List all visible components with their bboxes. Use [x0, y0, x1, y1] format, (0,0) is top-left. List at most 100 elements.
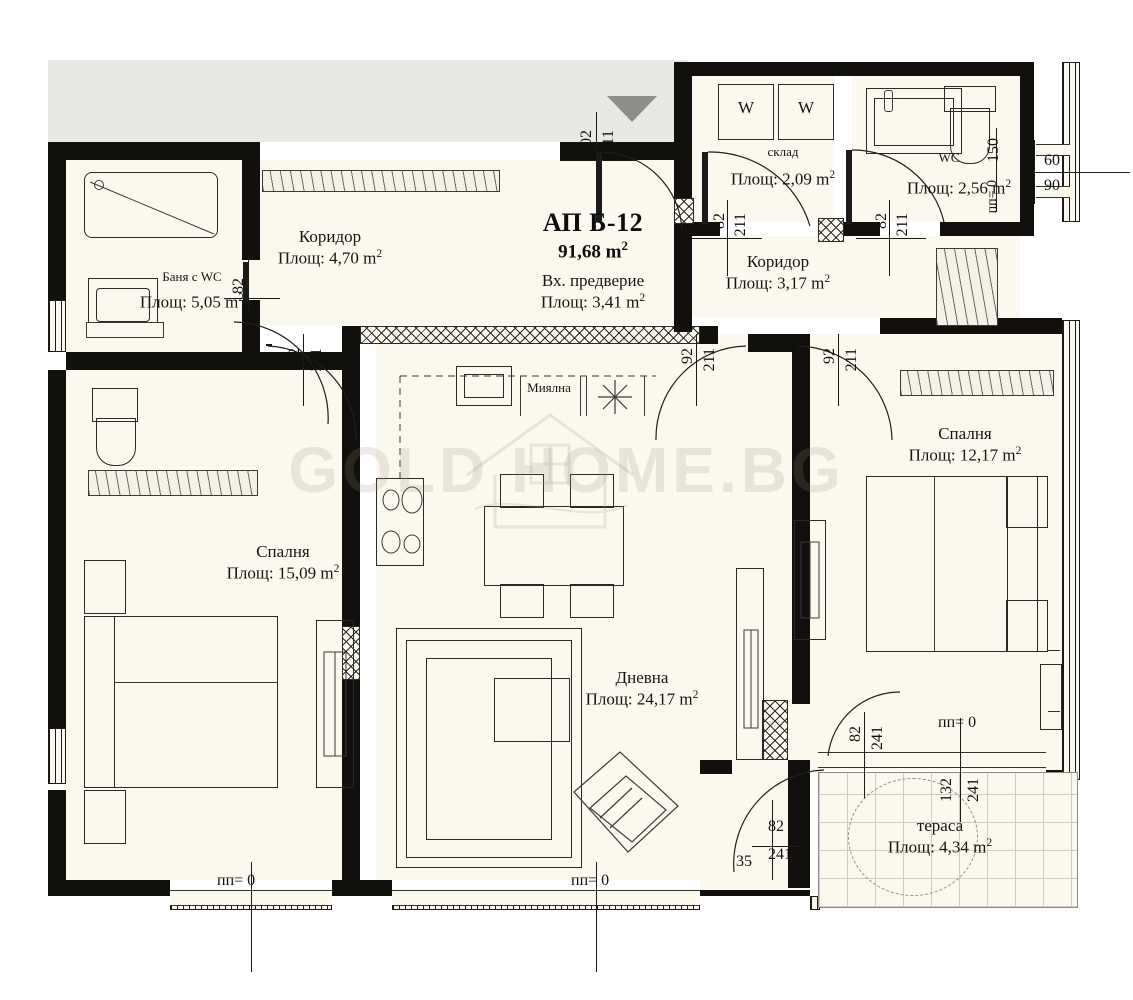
dim-kitchen-height: 211 — [701, 348, 718, 372]
dim-line-bath — [248, 256, 249, 314]
room-area-entry: Площ: 3,41 m2 — [540, 291, 646, 312]
wall-bath-right-upper — [242, 160, 260, 260]
room-area-terrace: Площ: 4,34 m2 — [887, 836, 993, 857]
armchair-icon — [573, 751, 679, 853]
dim-terrace-window-height: 241 — [965, 778, 982, 802]
door-swing-bedroom-right — [797, 345, 893, 441]
room-area-living: Площ: 24,17 m2 — [585, 688, 699, 709]
wall-left-bottom — [48, 790, 66, 890]
dim-wc-window-height: 150 — [985, 138, 1002, 162]
wall-bedroom-right-left — [792, 334, 810, 674]
room-floor-bedroom-right — [810, 334, 1062, 770]
bed-right-mattress — [866, 476, 1008, 652]
wall-right-insulation-top — [1062, 62, 1080, 222]
nightstand-left-2 — [84, 790, 126, 844]
kitchen-divider-3 — [586, 376, 587, 416]
room-label-living: Дневна Площ: 24,17 m2 — [540, 668, 744, 710]
nightstand-right-1 — [1006, 476, 1048, 528]
blind-corridor — [262, 170, 500, 192]
dim-terrace-door-height: 241 — [869, 726, 886, 750]
dim-tick-bath — [224, 298, 280, 299]
dining-table — [484, 506, 624, 586]
cooktop-unit — [376, 478, 424, 566]
dim-wc-width: 82 — [873, 213, 890, 229]
room-area-bedroom-right: Площ: 12,17 m2 — [908, 444, 1022, 465]
terrace-plant-circle — [848, 778, 978, 896]
bed-left-pillow-line — [114, 682, 278, 683]
dim-line-bottom-left — [251, 862, 252, 972]
sofa-inner — [406, 640, 572, 858]
room-floor-sklad — [692, 76, 834, 222]
wardrobe-left-icon — [323, 651, 347, 757]
dim-bath-width: 82 — [230, 278, 247, 294]
nightstand-right-2 — [1006, 600, 1048, 652]
sofa-cushion-area — [426, 658, 552, 840]
entrance-arrow-icon — [607, 96, 657, 122]
dim-right-edge-bottom: 90 — [1044, 177, 1060, 194]
washer-box-2 — [778, 84, 834, 140]
shower-drain-icon — [94, 180, 104, 190]
kitchen-sink-unit — [456, 366, 512, 406]
window-wc-2 — [1036, 186, 1070, 198]
bed-left-mattress — [114, 616, 278, 788]
dim-entry-width: 102 — [578, 130, 595, 154]
coffee-table — [494, 678, 570, 742]
nightstand-left — [84, 560, 126, 614]
wall-hall-left-upper — [674, 236, 692, 332]
wall-right-insulation — [1062, 320, 1080, 780]
dim-terrace-pp: пп= 0 — [938, 714, 977, 731]
room-floor-bedroom-left — [66, 370, 360, 880]
dim-line-terrace-window — [960, 718, 961, 822]
cooktop-burners-icon — [381, 486, 423, 554]
wall-wc-bottom — [940, 222, 1034, 236]
sink-bowl — [96, 288, 150, 322]
wall-left-insulation-a — [48, 300, 66, 352]
wall-left-upper — [48, 142, 66, 312]
door-swing-sklad — [707, 151, 811, 227]
door-swing-wc — [851, 149, 945, 223]
kitchen-divider-1 — [520, 376, 521, 416]
sofa-outline — [396, 628, 582, 868]
door-leaf-wc — [846, 150, 852, 224]
wall-bedroom-right-left-lower — [792, 674, 810, 704]
door-swing-bedroom-left — [267, 345, 357, 441]
room-label-wc: WC — [938, 150, 960, 165]
wardrobe-right — [794, 520, 826, 640]
dishwasher-label: Миялна — [527, 380, 571, 395]
room-label-bedroom-left: Спалня Площ: 15,09 m2 — [176, 542, 390, 584]
dim-line-bedroom-right — [838, 334, 839, 406]
wc-faucet-icon — [884, 90, 893, 112]
kitchen-divider-2 — [580, 376, 581, 416]
dim-terrace-door-width: 82 — [847, 726, 864, 742]
dim-tick-right-edge — [1034, 172, 1130, 173]
dim-step-offset: 35 — [736, 853, 752, 870]
window-living-bottom — [392, 890, 700, 906]
wall-bedroom-left-top — [66, 352, 360, 370]
room-floor-entry — [560, 160, 674, 325]
wall-left-lower — [48, 370, 66, 735]
room-label-bathroom: Баня с WC — [162, 269, 222, 284]
kitchen-divider-4 — [644, 376, 645, 416]
dining-chair-3 — [500, 584, 544, 618]
dim-sklad-width: 82 — [711, 213, 728, 229]
dim-step-height: 241 — [768, 846, 792, 863]
wall-right-top — [1020, 62, 1034, 222]
wall-living-top-hatch — [360, 326, 700, 344]
dim-line-bedroom-left — [303, 334, 304, 406]
room-label-sklad: склад — [767, 144, 799, 159]
room-label-corridor-left: Коридор Площ: 4,70 m2 — [230, 227, 430, 269]
wall-living-top-right — [700, 326, 718, 344]
blind-bedroom-left — [88, 470, 258, 496]
wc-toilet-bowl — [950, 108, 990, 164]
dim-bedroom-left-width: 92 — [286, 348, 303, 364]
kitchen-sink-bowl — [464, 374, 504, 398]
wall-column-sklad — [818, 218, 844, 242]
wall-right-block — [674, 62, 692, 232]
wall-column-living-left — [342, 626, 360, 680]
door-swing-terrace-2 — [827, 691, 901, 757]
dim-line-step — [772, 800, 773, 880]
wall-column-hall — [762, 700, 788, 760]
wall-living-left-upper — [342, 326, 360, 626]
door-leaf-bedroom-left — [266, 344, 272, 346]
